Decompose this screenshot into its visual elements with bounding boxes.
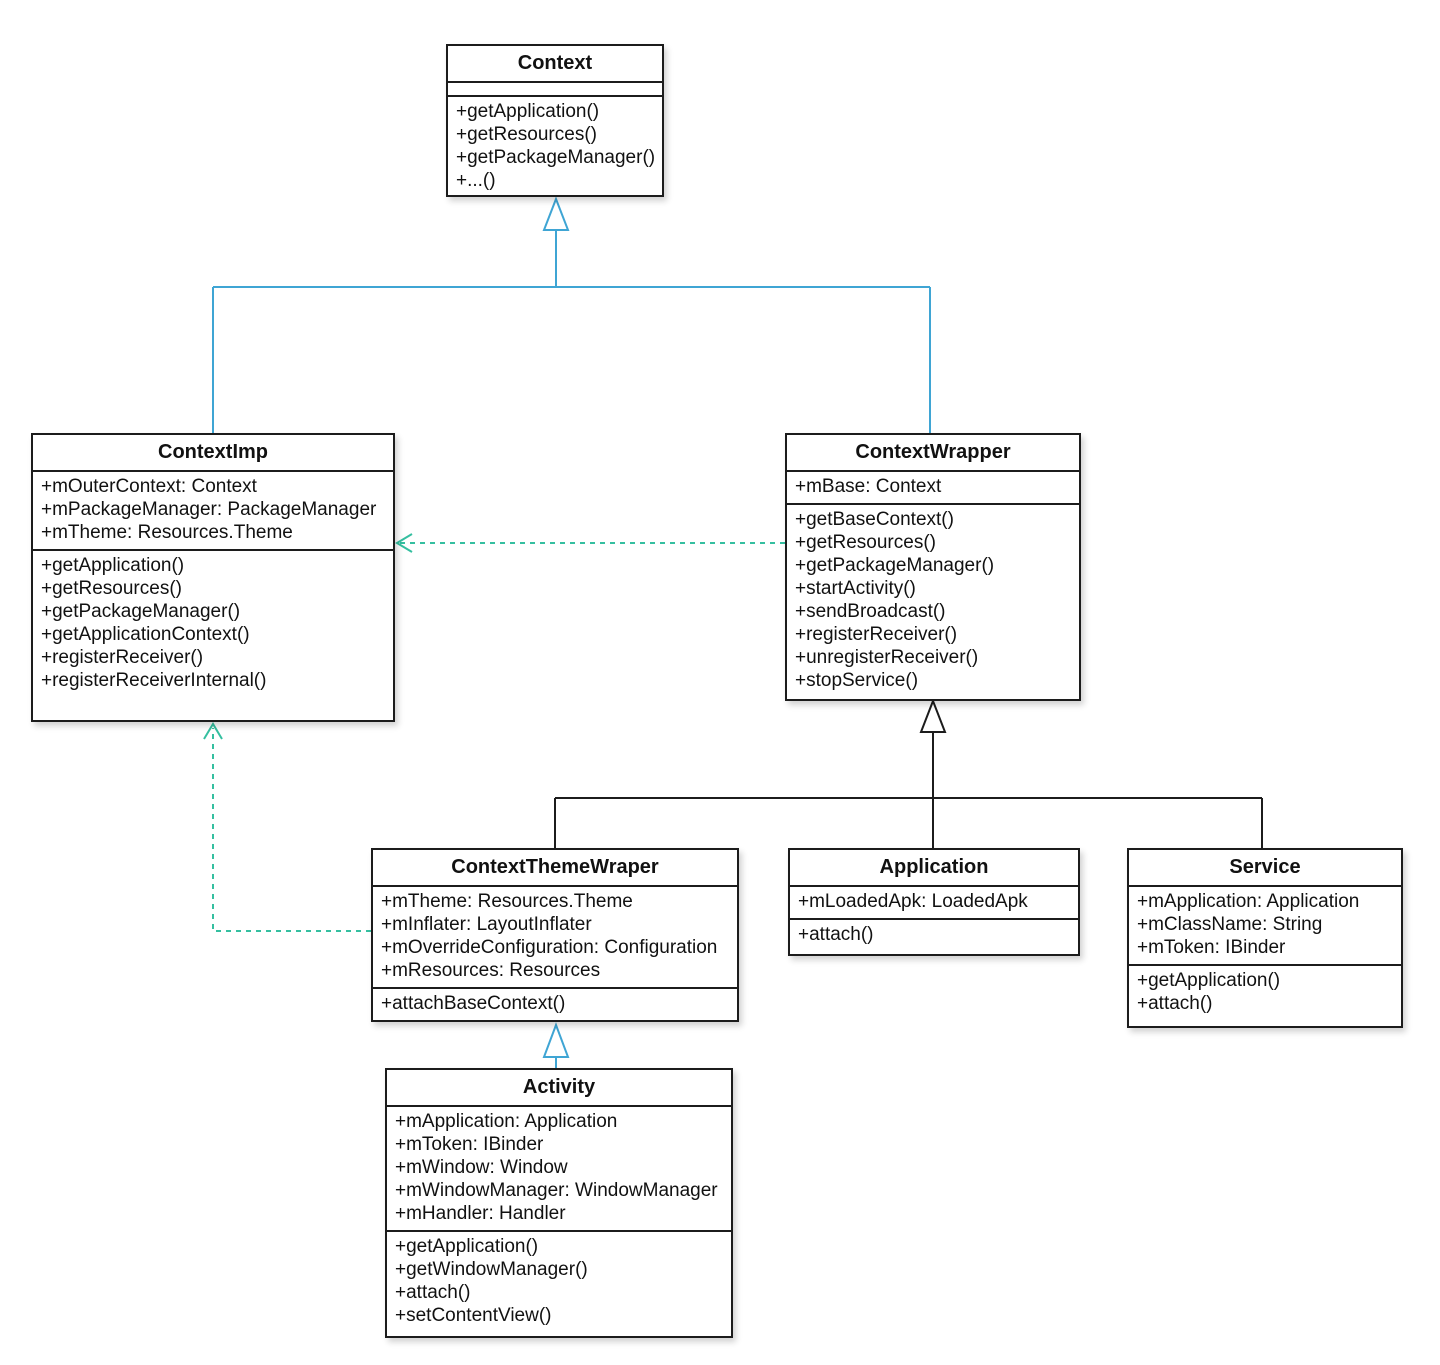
open-arrowhead-icon [203,722,223,740]
methods-compartment: +getApplication()+getWindowManager()+att… [387,1232,731,1332]
member-line: +getResources() [795,532,936,553]
class-title: Application [790,850,1078,887]
member-line: +mWindowManager: WindowManager [395,1180,718,1201]
member-line: +mClassName: String [1137,914,1323,935]
methods-compartment: +attach() [790,920,1078,951]
inheritance-arrow-to-contextwrapper [554,698,1263,848]
member-line: +getApplication() [395,1236,539,1257]
class-title: ContextImp [33,435,393,472]
member-line: +attach() [798,924,874,945]
member-line: +mLoadedApk: LoadedApk [798,891,1028,912]
member-line: +startActivity() [795,578,916,599]
class-box-service: Service +mApplication: Application+mClas… [1127,848,1403,1028]
member-line: +mApplication: Application [1137,891,1360,912]
hollow-triangle-icon [542,1022,570,1058]
inheritance-arrow-to-context [212,196,931,433]
member-line: +unregisterReceiver() [795,647,979,668]
attributes-compartment: +mApplication: Application+mClassName: S… [1129,887,1401,966]
member-line: +mTheme: Resources.Theme [381,891,633,912]
member-line: +...() [456,170,496,191]
dependency-arrow-contextwrapper-to-contextimp [395,533,785,553]
member-line: +mToken: IBinder [395,1134,544,1155]
member-line: +getApplication() [1137,970,1281,991]
methods-compartment: +attachBaseContext() [373,989,737,1020]
methods-compartment: +getBaseContext()+getResources()+getPack… [787,505,1079,697]
attributes-compartment: +mLoadedApk: LoadedApk [790,887,1078,920]
member-line: +getApplicationContext() [41,624,250,645]
member-line: +getResources() [456,124,597,145]
member-line: +attach() [395,1282,471,1303]
member-line: +registerReceiver() [795,624,958,645]
attributes-compartment: +mApplication: Application+mToken: IBind… [387,1107,731,1232]
attributes-compartment: +mBase: Context [787,472,1079,505]
class-title: Activity [387,1070,731,1107]
class-title: ContextWrapper [787,435,1079,472]
attributes-compartment: +mTheme: Resources.Theme+mInflater: Layo… [373,887,737,989]
class-box-contextwrapper: ContextWrapper +mBase: Context +getBaseC… [785,433,1081,701]
methods-compartment: +getApplication()+attach() [1129,966,1401,1020]
hollow-triangle-icon [542,196,570,231]
member-line: +getApplication() [41,555,185,576]
member-line: +getWindowManager() [395,1259,588,1280]
member-line: +mInflater: LayoutInflater [381,914,592,935]
member-line: +registerReceiver() [41,647,204,668]
class-box-activity: Activity +mApplication: Application+mTok… [385,1068,733,1338]
member-line: +getPackageManager() [41,601,241,622]
class-box-contextthemewraper: ContextThemeWraper +mTheme: Resources.Th… [371,848,739,1022]
class-box-contextimp: ContextImp +mOuterContext: Context+mPack… [31,433,395,722]
member-line: +mApplication: Application [395,1111,618,1132]
inheritance-arrow-to-contextthemewraper [542,1022,570,1068]
member-line: +getPackageManager() [795,555,995,576]
member-line: +mPackageManager: PackageManager [41,499,377,520]
methods-compartment: +getApplication()+getResources()+getPack… [448,97,662,195]
member-line: +mOuterContext: Context [41,476,257,497]
hollow-triangle-icon [919,698,947,733]
member-line: +getApplication() [456,101,600,122]
class-title: Context [448,46,662,83]
member-line: +sendBroadcast() [795,601,946,622]
class-box-context: Context +getApplication()+getResources()… [446,44,664,197]
member-line: +mHandler: Handler [395,1203,566,1224]
attributes-compartment [448,83,662,97]
member-line: +attach() [1137,993,1213,1014]
member-line: +stopService() [795,670,919,691]
member-line: +getPackageManager() [456,147,656,168]
member-line: +mToken: IBinder [1137,937,1286,958]
dependency-arrow-contextthemewraper-to-contextimp [203,722,371,932]
class-title: ContextThemeWraper [373,850,737,887]
class-box-application: Application +mLoadedApk: LoadedApk +atta… [788,848,1080,956]
member-line: +attachBaseContext() [381,993,566,1014]
class-title: Service [1129,850,1401,887]
member-line: +getBaseContext() [795,509,954,530]
member-line: +mWindow: Window [395,1157,568,1178]
member-line: +mBase: Context [795,476,942,497]
member-line: +registerReceiverInternal() [41,670,267,691]
member-line: +getResources() [41,578,182,599]
member-line: +mResources: Resources [381,960,601,981]
member-line: +setContentView() [395,1305,552,1326]
open-arrowhead-icon [395,533,413,553]
member-line: +mTheme: Resources.Theme [41,522,293,543]
methods-compartment: +getApplication()+getResources()+getPack… [33,551,393,697]
member-line: +mOverrideConfiguration: Configuration [381,937,718,958]
attributes-compartment: +mOuterContext: Context+mPackageManager:… [33,472,393,551]
